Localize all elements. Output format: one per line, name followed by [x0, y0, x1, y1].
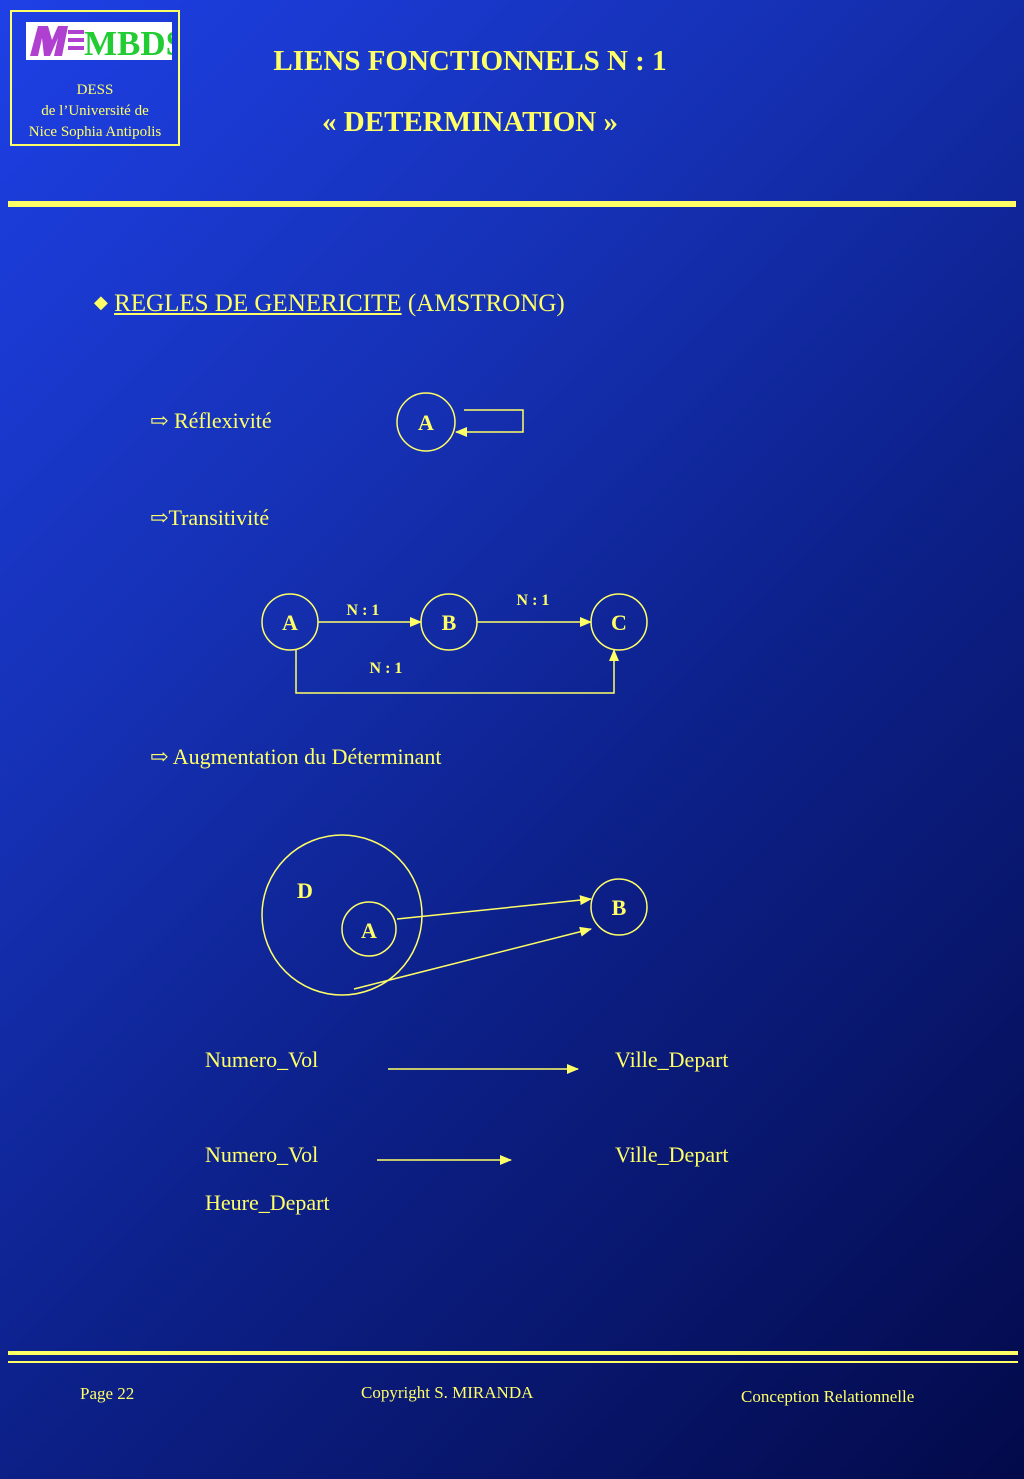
node-c-label: C: [611, 610, 627, 635]
footer-course: Conception Relationnelle: [741, 1387, 915, 1406]
logo-line-2: de l’Université de: [41, 103, 149, 119]
hollow-arrow-icon: ⇨: [150, 744, 169, 769]
rule-transitivity-label: Transitivité: [168, 505, 270, 530]
node-a-circle: [396, 392, 456, 452]
outer-to-target-arrow: [353, 926, 592, 990]
rule-transitivity: ⇨Transitivité: [150, 505, 269, 531]
self-loop-arrow: [455, 409, 524, 437]
inner-node-circle: [341, 901, 397, 957]
bottom-divider-1: [8, 1351, 1018, 1355]
top-divider: [8, 201, 1016, 207]
logo-box: MBDS DESS de l’Université de Nice Sophia…: [10, 10, 180, 146]
reflexivity-diagram: A: [396, 392, 524, 452]
logo-line-3: Nice Sophia Antipolis: [28, 124, 162, 140]
edge-a-c-label: N : 1: [370, 660, 403, 677]
logo-line-1: DESS: [76, 82, 114, 98]
augmentation-diagram: D A B: [261, 834, 648, 996]
logo-brand-text: MBDS: [84, 24, 172, 60]
page-subtitle: « DETERMINATION »: [322, 106, 618, 138]
target-node-label: B: [612, 895, 627, 920]
example2-left-1: Numero_Vol: [205, 1142, 319, 1167]
rule-augmentation-label: Augmentation du Déterminant: [168, 744, 442, 769]
example1-left: Numero_Vol: [205, 1047, 319, 1072]
hollow-arrow-icon: ⇨: [150, 505, 169, 530]
example2-right: Ville_Depart: [615, 1142, 729, 1167]
section-heading: ◆ REGLES DE GENERICITE (AMSTRONG): [94, 290, 565, 318]
mbds-logo: MBDS: [26, 22, 172, 60]
inner-node-label: A: [361, 918, 377, 943]
diamond-bullet-icon: ◆: [94, 292, 108, 312]
footer-page-number: Page 22: [80, 1384, 135, 1403]
example2-left-2: Heure_Depart: [205, 1190, 330, 1215]
rule-reflexivity-label: Réflexivité: [168, 408, 272, 433]
edge-a-c-arrow: [295, 649, 619, 694]
outer-set-label: D: [297, 878, 313, 903]
node-a-label: A: [282, 610, 298, 635]
section-heading-underlined: REGLES DE GENERICITE: [114, 290, 402, 317]
rule-reflexivity: ⇨ Réflexivité: [150, 408, 272, 434]
outer-set-circle: [261, 834, 423, 996]
edge-b-c-label: N : 1: [517, 592, 550, 609]
hollow-arrow-icon: ⇨: [150, 408, 169, 433]
rule-augmentation: ⇨ Augmentation du Déterminant: [150, 744, 442, 770]
example1-right: Ville_Depart: [615, 1047, 729, 1072]
edge-a-b-label: N : 1: [347, 602, 380, 619]
page-title: LIENS FONCTIONNELS N : 1: [273, 45, 667, 77]
node-a-label: A: [418, 410, 434, 435]
bottom-divider-2: [8, 1361, 1018, 1363]
section-heading-rest: (AMSTRONG): [401, 290, 565, 317]
node-b-label: B: [442, 610, 457, 635]
inner-to-target-arrow: [396, 895, 592, 920]
logo-caption: DESS de l’Université de Nice Sophia Anti…: [12, 80, 178, 143]
transitivity-diagram: A B C N : 1 N : 1 N : 1: [261, 592, 648, 694]
footer-copyright: Copyright S. MIRANDA: [361, 1383, 534, 1402]
target-node-circle: [590, 878, 648, 936]
